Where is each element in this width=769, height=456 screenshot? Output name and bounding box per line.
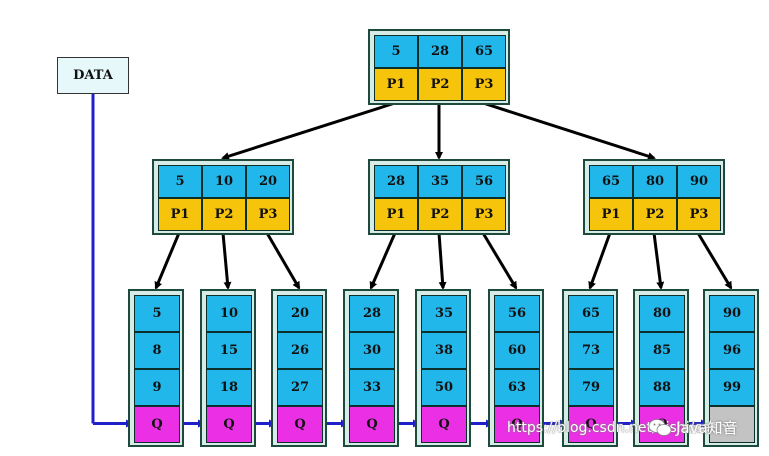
internal-edge bbox=[696, 232, 733, 290]
leaf-key-cell: 88 bbox=[639, 369, 685, 406]
leaf-key-cell: 26 bbox=[277, 332, 323, 369]
internal-edge bbox=[588, 232, 612, 290]
leaf-key-cell: 9 bbox=[134, 369, 180, 406]
leaf-key-cell: 28 bbox=[349, 295, 395, 332]
leaf-null-pointer-cell bbox=[709, 406, 755, 443]
internal-edge bbox=[481, 232, 518, 290]
leaf-next-pointer-cell: Q bbox=[421, 406, 467, 443]
leaf-next-pointer-cell: Q bbox=[206, 406, 252, 443]
data-box: DATA bbox=[57, 57, 129, 94]
pointer-cell: P1 bbox=[589, 198, 633, 231]
pointer-cell: P1 bbox=[158, 198, 202, 231]
key-cell: 28 bbox=[418, 35, 462, 68]
pointer-cell: P2 bbox=[202, 198, 246, 231]
leaf-key-cell: 33 bbox=[349, 369, 395, 406]
leaf-key-cell: 65 bbox=[568, 295, 614, 332]
pointer-cell: P3 bbox=[246, 198, 290, 231]
leaf-key-cell: 18 bbox=[206, 369, 252, 406]
pointer-cell: P2 bbox=[633, 198, 677, 231]
watermark-badge: Java知音 bbox=[648, 417, 738, 438]
leaf-key-cell: 60 bbox=[494, 332, 540, 369]
pointer-cell: P3 bbox=[677, 198, 721, 231]
leaf-key-cell: 27 bbox=[277, 369, 323, 406]
leaf-key-cell: 38 bbox=[421, 332, 467, 369]
leaf-key-cell: 15 bbox=[206, 332, 252, 369]
wechat-icon bbox=[648, 418, 672, 436]
leaf-key-cell: 85 bbox=[639, 332, 685, 369]
key-cell: 65 bbox=[589, 165, 633, 198]
key-cell: 5 bbox=[158, 165, 202, 198]
internal-edge bbox=[652, 232, 665, 290]
internal-edge bbox=[221, 232, 232, 290]
leaf-next-pointer-cell: Q bbox=[349, 406, 395, 443]
leaf-key-cell: 63 bbox=[494, 369, 540, 406]
pointer-cell: P1 bbox=[374, 198, 418, 231]
key-cell: 65 bbox=[462, 35, 506, 68]
key-cell: 10 bbox=[202, 165, 246, 198]
pointer-cell: P3 bbox=[462, 68, 506, 101]
internal-edge bbox=[154, 232, 181, 290]
leaf-key-cell: 99 bbox=[709, 369, 755, 406]
leaf-node-8: 808588Q bbox=[633, 289, 689, 447]
data-label: DATA bbox=[73, 68, 113, 83]
key-cell: 20 bbox=[246, 165, 290, 198]
root-edge bbox=[221, 101, 396, 160]
key-cell: 5 bbox=[374, 35, 418, 68]
leaf-key-cell: 96 bbox=[709, 332, 755, 369]
leaf-key-cell: 20 bbox=[277, 295, 323, 332]
leaf-key-cell: 35 bbox=[421, 295, 467, 332]
pointer-cell: P1 bbox=[374, 68, 418, 101]
leaf-next-pointer-cell: Q bbox=[494, 406, 540, 443]
leaf-key-cell: 10 bbox=[206, 295, 252, 332]
leaf-key-cell: 50 bbox=[421, 369, 467, 406]
pointer-cell: P3 bbox=[462, 198, 506, 231]
key-cell: 56 bbox=[462, 165, 506, 198]
internal-edge bbox=[369, 232, 397, 290]
leaf-next-pointer-cell: Q bbox=[277, 406, 323, 443]
internal-edge bbox=[265, 232, 301, 290]
leaf-key-cell: 90 bbox=[709, 295, 755, 332]
key-cell: 90 bbox=[677, 165, 721, 198]
root-edge bbox=[482, 101, 656, 160]
leaf-key-cell: 8 bbox=[134, 332, 180, 369]
leaf-key-cell: 56 bbox=[494, 295, 540, 332]
pointer-cell: P2 bbox=[418, 68, 462, 101]
key-cell: 80 bbox=[633, 165, 677, 198]
leaf-key-cell: 73 bbox=[568, 332, 614, 369]
key-cell: 35 bbox=[418, 165, 462, 198]
leaf-key-cell: 30 bbox=[349, 332, 395, 369]
watermark-badge-text: Java知音 bbox=[676, 419, 738, 437]
leaf-key-cell: 79 bbox=[568, 369, 614, 406]
leaf-next-pointer-cell: Q bbox=[568, 406, 614, 443]
internal-edge bbox=[437, 232, 447, 290]
key-cell: 28 bbox=[374, 165, 418, 198]
leaf-key-cell: 80 bbox=[639, 295, 685, 332]
leaf-next-pointer-cell: Q bbox=[134, 406, 180, 443]
watermark-url: https://blog.csdn.net/bishi/cache bbox=[507, 420, 736, 436]
leaf-key-cell: 5 bbox=[134, 295, 180, 332]
pointer-cell: P2 bbox=[418, 198, 462, 231]
